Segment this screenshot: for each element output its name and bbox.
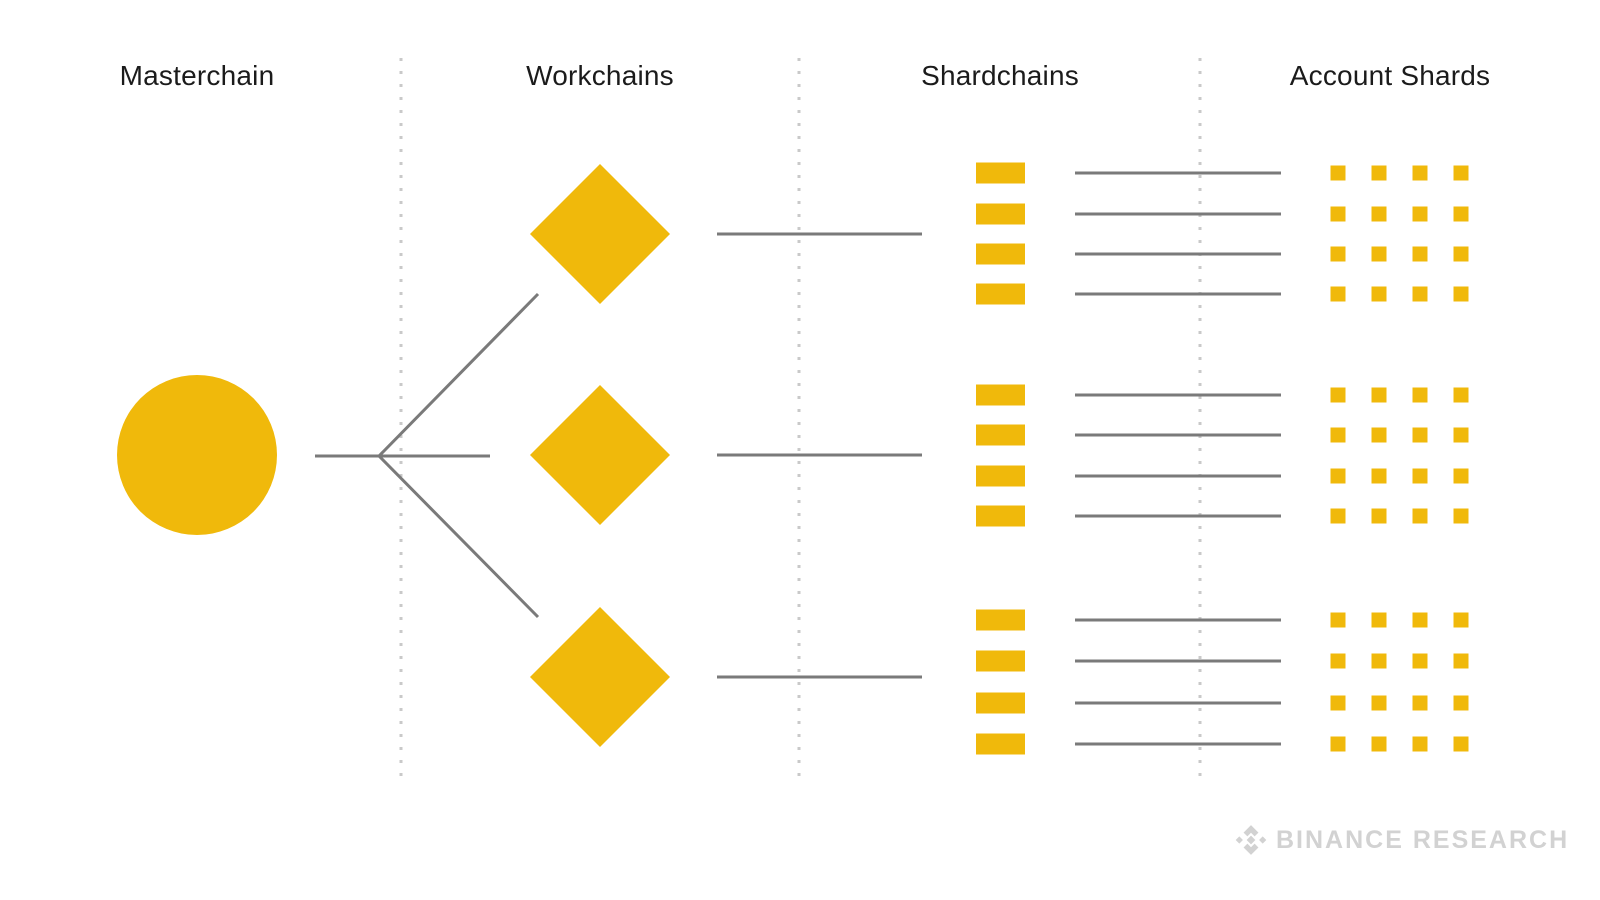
shardchain-block <box>976 465 1025 487</box>
account-shard-square <box>1453 468 1469 484</box>
account-shard-square <box>1371 246 1387 262</box>
account-shard-square <box>1453 387 1469 403</box>
account-shard-square <box>1371 736 1387 752</box>
account-shard-square <box>1453 508 1469 524</box>
shardchain-block <box>976 609 1025 631</box>
shardchain-block <box>976 283 1025 305</box>
connector-line <box>377 292 540 458</box>
account-shard-square <box>1453 165 1469 181</box>
shardchain-block <box>976 650 1025 672</box>
account-shard-square <box>1453 653 1469 669</box>
account-shard-square <box>1371 206 1387 222</box>
shardchain-block <box>976 203 1025 225</box>
shardchain-block <box>976 692 1025 714</box>
workchain-diamond <box>530 607 670 747</box>
account-shard-square <box>1330 246 1346 262</box>
account-shard-square <box>1453 695 1469 711</box>
account-shard-square <box>1453 736 1469 752</box>
account-shard-square <box>1330 387 1346 403</box>
account-shard-square <box>1371 612 1387 628</box>
brand-text: BINANCE RESEARCH <box>1276 825 1570 854</box>
column-label-shardchains: Shardchains <box>921 60 1079 91</box>
account-shard-square <box>1330 206 1346 222</box>
account-shard-square <box>1330 508 1346 524</box>
account-shard-square <box>1330 695 1346 711</box>
connector-line <box>377 454 540 619</box>
shardchain-block <box>976 424 1025 446</box>
account-shard-square <box>1330 612 1346 628</box>
account-shard-square <box>1412 612 1428 628</box>
account-shard-square <box>1412 695 1428 711</box>
account-shard-square <box>1412 736 1428 752</box>
shardchain-block <box>976 384 1025 406</box>
account-shard-square <box>1330 468 1346 484</box>
account-shard-square <box>1371 427 1387 443</box>
account-shard-square <box>1453 286 1469 302</box>
account-shard-square <box>1412 206 1428 222</box>
account-shard-square <box>1330 286 1346 302</box>
account-shard-square <box>1412 387 1428 403</box>
account-shard-square <box>1371 653 1387 669</box>
account-shard-square <box>1412 468 1428 484</box>
account-shard-square <box>1412 246 1428 262</box>
column-label-account-shards: Account Shards <box>1289 60 1491 91</box>
account-shard-square <box>1371 387 1387 403</box>
account-shard-square <box>1412 165 1428 181</box>
account-shard-square <box>1371 165 1387 181</box>
shardchain-block <box>976 243 1025 265</box>
account-shard-square <box>1412 653 1428 669</box>
account-shard-square <box>1453 612 1469 628</box>
account-shard-square <box>1371 286 1387 302</box>
account-shard-square <box>1412 427 1428 443</box>
shardchain-block <box>976 505 1025 527</box>
workchain-diamond <box>530 385 670 525</box>
binance-logo-icon <box>1234 823 1268 857</box>
column-label-masterchain: Masterchain <box>119 60 275 91</box>
account-shard-square <box>1371 508 1387 524</box>
account-shard-square <box>1330 736 1346 752</box>
account-shard-square <box>1412 508 1428 524</box>
account-shard-square <box>1412 286 1428 302</box>
shardchain-block <box>976 162 1025 184</box>
account-shard-square <box>1371 468 1387 484</box>
account-shard-square <box>1330 427 1346 443</box>
column-label-workchains: Workchains <box>526 60 674 91</box>
account-shard-square <box>1330 165 1346 181</box>
account-shard-square <box>1371 695 1387 711</box>
account-shard-square <box>1453 427 1469 443</box>
account-shard-square <box>1453 246 1469 262</box>
masterchain-circle <box>117 375 277 535</box>
account-shard-square <box>1453 206 1469 222</box>
shardchain-block <box>976 733 1025 755</box>
account-shard-square <box>1330 653 1346 669</box>
workchain-diamond <box>530 164 670 304</box>
brand-footer: BINANCE RESEARCH <box>1234 818 1569 862</box>
